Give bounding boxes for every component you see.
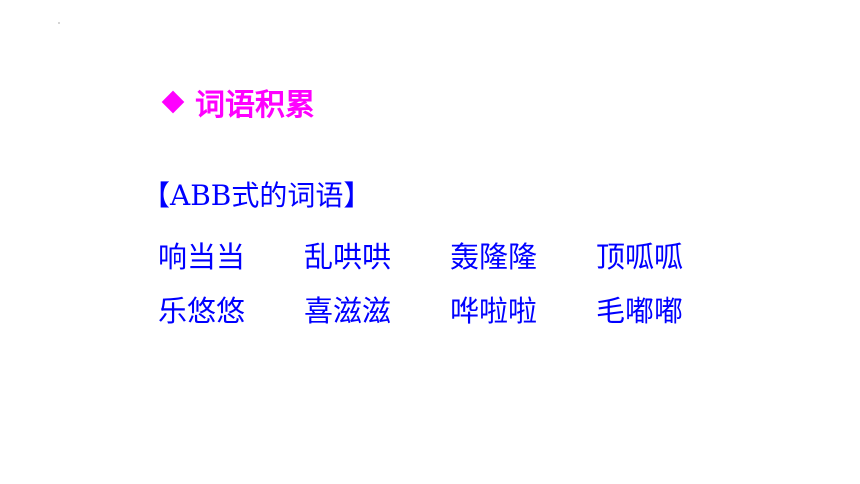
corner-dot — [58, 22, 60, 24]
word-item: 乐悠悠 — [158, 294, 246, 328]
diamond-icon — [161, 90, 185, 114]
subheading: 【ABB式的词语】 — [142, 179, 372, 212]
word-item: 轰隆隆 — [450, 240, 538, 274]
word-item: 乱哄哄 — [304, 240, 392, 274]
section-heading: 词语积累 — [160, 80, 315, 124]
word-item: 响当当 — [158, 240, 246, 274]
word-item: 顶呱呱 — [596, 240, 684, 274]
section-heading-text: 词语积累 — [195, 88, 315, 123]
word-grid: 响当当 乱哄哄 轰隆隆 顶呱呱 乐悠悠 喜滋滋 哗啦啦 毛嘟嘟 — [158, 228, 718, 336]
word-item: 哗啦啦 — [450, 294, 538, 328]
word-item: 喜滋滋 — [304, 294, 392, 328]
word-item: 毛嘟嘟 — [596, 294, 684, 328]
